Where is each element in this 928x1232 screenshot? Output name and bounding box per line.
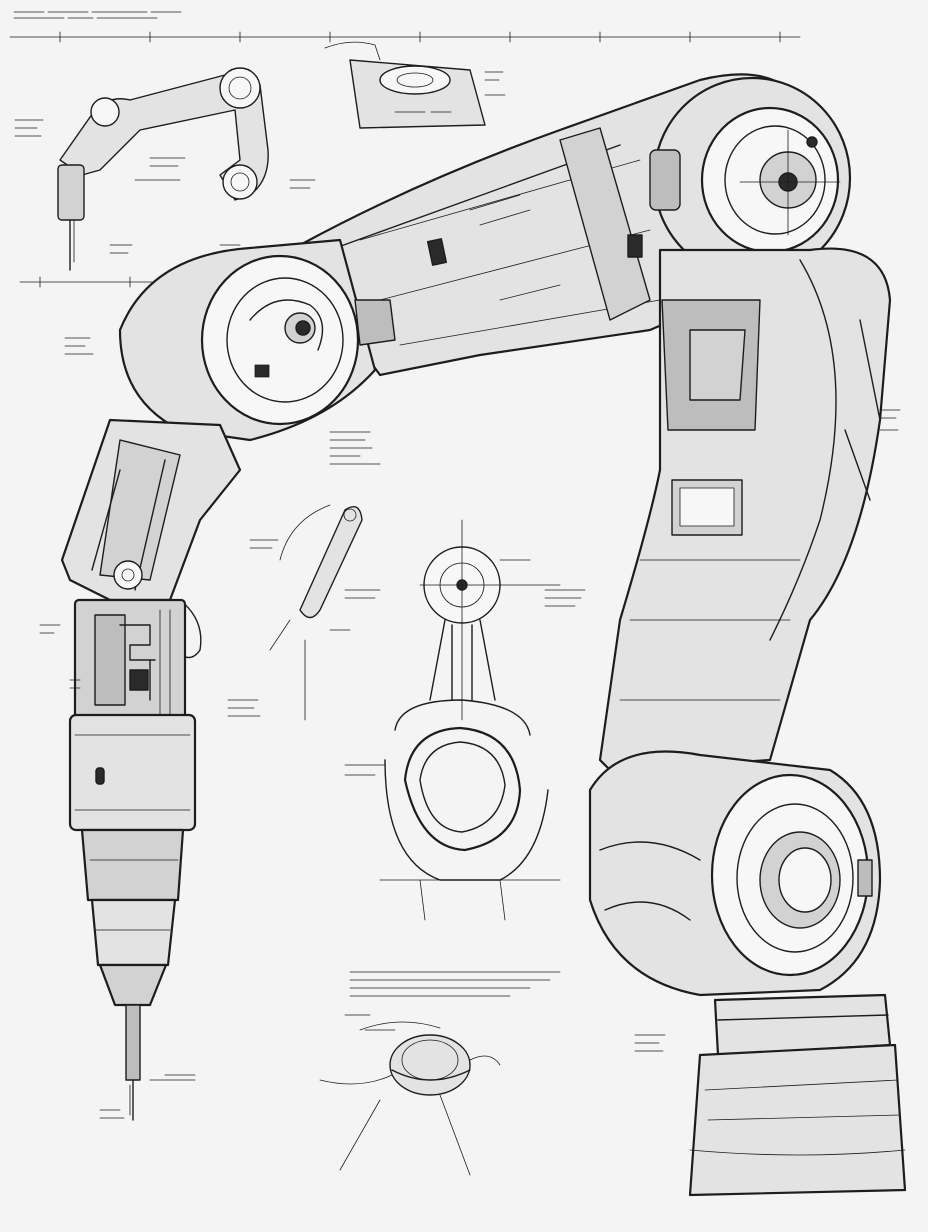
wrist-mechanism bbox=[73, 598, 187, 722]
joint-detail-icon bbox=[324, 41, 506, 129]
spindle-tool-icon bbox=[39, 624, 197, 1121]
shoulder-joint bbox=[649, 76, 852, 280]
bearing-detail-icon bbox=[319, 1014, 501, 1176]
base-pedestal bbox=[634, 993, 907, 1197]
base-column bbox=[598, 247, 892, 772]
thumbnail-arm-icon bbox=[14, 67, 316, 271]
annotation-scribbles bbox=[64, 244, 901, 997]
elbow-joint bbox=[118, 238, 396, 442]
top-dimension-line bbox=[9, 11, 801, 43]
flange-detail-icon bbox=[344, 519, 586, 921]
forearm bbox=[60, 418, 242, 659]
linkage-detail bbox=[249, 504, 381, 721]
base-joint bbox=[588, 750, 882, 997]
